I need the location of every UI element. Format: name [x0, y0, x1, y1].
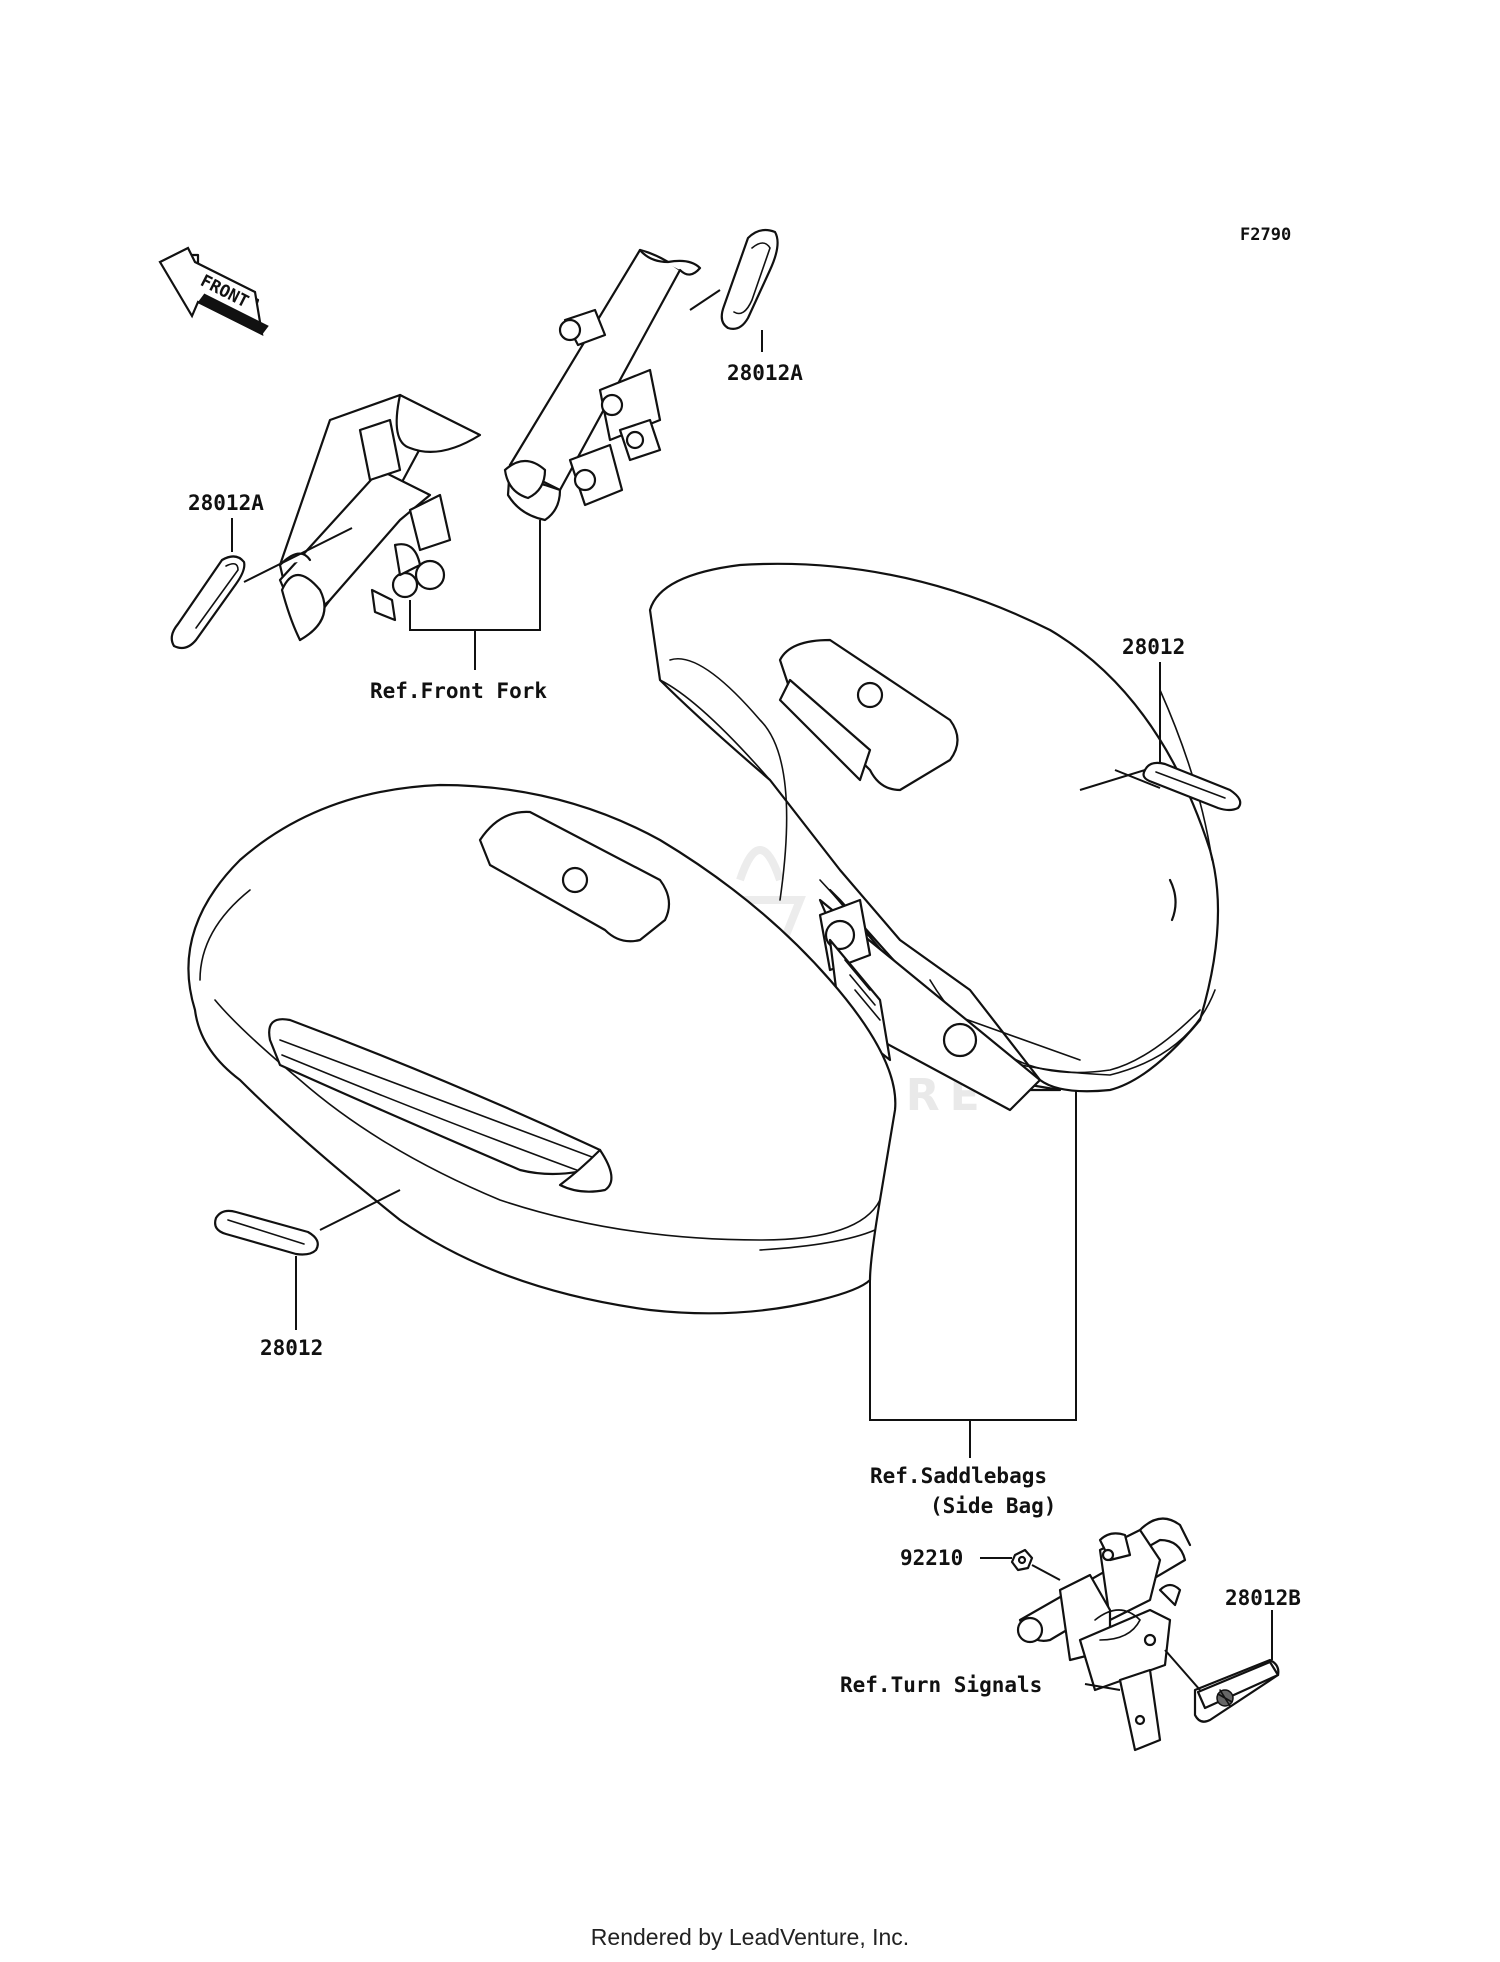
reflector-28012b: 28012B: [1164, 1586, 1301, 1723]
label-ref-saddlebags-sub: (Side Bag): [930, 1494, 1056, 1518]
label-28012-left: 28012: [260, 1336, 323, 1360]
emblem-28012a-top: 28012A: [689, 228, 803, 385]
ref-saddlebags-bracket: Ref.Saddlebags (Side Bag): [869, 1090, 1077, 1518]
footer-credit: Rendered by LeadVenture, Inc.: [591, 1924, 909, 1950]
emblem-28012a-left: 28012A: [170, 491, 353, 650]
label-ref-front-fork: Ref.Front Fork: [370, 679, 547, 703]
label-ref-turn-signals: Ref.Turn Signals: [840, 1673, 1042, 1697]
turn-signal-bracket: [1016, 1517, 1192, 1752]
front-fork-left-leg: [278, 393, 482, 642]
right-saddlebag: [648, 562, 1220, 1112]
label-28012a-left: 28012A: [188, 491, 264, 515]
label-28012-right: 28012: [1122, 635, 1185, 659]
diagram-code: F2790: [1240, 225, 1291, 245]
left-saddlebag: [187, 783, 897, 1315]
label-92210: 92210: [900, 1546, 963, 1570]
label-28012b: 28012B: [1225, 1586, 1301, 1610]
front-arrow-icon: FRONT: [158, 246, 269, 336]
label-ref-saddlebags: Ref.Saddlebags: [870, 1464, 1047, 1488]
front-fork-right-leg: [503, 248, 702, 522]
nut-92210: 92210: [900, 1546, 1061, 1581]
label-28012a-top: 28012A: [727, 361, 803, 385]
emblem-28012-right: 28012: [1079, 635, 1242, 812]
ref-front-fork-bracket: Ref.Front Fork: [370, 520, 547, 703]
emblem-28012-left: 28012: [214, 1189, 401, 1360]
ref-turn-signals: Ref.Turn Signals: [840, 1673, 1121, 1697]
